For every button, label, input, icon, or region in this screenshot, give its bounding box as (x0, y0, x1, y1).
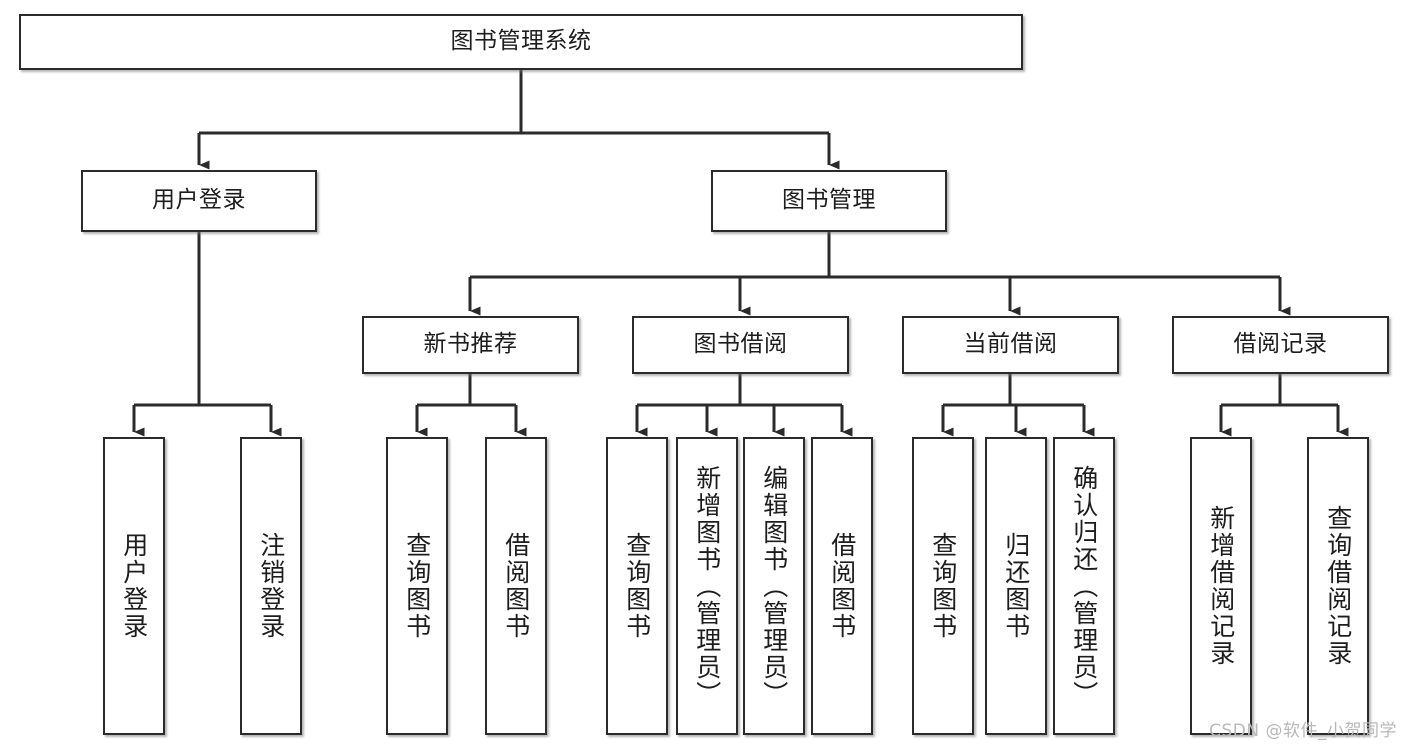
node-borrow-record[interactable]: 借阅记录 (1172, 316, 1389, 374)
node-current-borrow[interactable]: 当前借阅 (902, 316, 1119, 374)
leaf-borrow-book-rec[interactable]: 借阅图书 (485, 437, 547, 735)
node-label: 图书管理 (782, 187, 876, 214)
node-root[interactable]: 图书管理系统 (19, 14, 1023, 70)
node-book-borrow[interactable]: 图书借阅 (632, 316, 849, 374)
node-user-login[interactable]: 用户登录 (81, 170, 317, 232)
node-label: 编辑图书（管理员） (759, 464, 789, 708)
node-label: 用户登录 (119, 532, 149, 640)
leaf-borrow-book[interactable]: 借阅图书 (811, 437, 873, 735)
node-label: 新增图书（管理员） (692, 464, 722, 708)
leaf-logout[interactable]: 注销登录 (240, 437, 302, 735)
node-new-book-rec[interactable]: 新书推荐 (362, 316, 579, 374)
leaf-query-book-cur[interactable]: 查询图书 (912, 437, 974, 735)
node-label: 当前借阅 (963, 331, 1058, 358)
node-label: 查询图书 (402, 532, 432, 640)
node-book-manage[interactable]: 图书管理 (711, 170, 947, 232)
node-label: 查询图书 (622, 532, 652, 640)
node-label: 新书推荐 (423, 331, 518, 358)
node-label: 图书借阅 (693, 331, 788, 358)
node-label: 借阅记录 (1233, 331, 1328, 358)
node-label: 用户登录 (152, 187, 246, 214)
node-label: 借阅图书 (501, 532, 531, 640)
node-label: 注销登录 (256, 532, 286, 640)
node-label: 查询图书 (928, 532, 958, 640)
node-label: 图书管理系统 (450, 28, 592, 55)
node-label: 查询借阅记录 (1323, 505, 1353, 667)
leaf-query-book-borrow[interactable]: 查询图书 (606, 437, 668, 735)
leaf-query-borrow-record[interactable]: 查询借阅记录 (1307, 437, 1369, 735)
leaf-user-login[interactable]: 用户登录 (103, 437, 165, 735)
node-label: 确认归还（管理员） (1069, 464, 1099, 708)
watermark: CSDN @软件_小贺同学 (1209, 721, 1397, 741)
leaf-confirm-return-admin[interactable]: 确认归还（管理员） (1053, 437, 1115, 735)
leaf-return-book[interactable]: 归还图书 (985, 437, 1047, 735)
leaf-edit-book-admin[interactable]: 编辑图书（管理员） (743, 437, 805, 735)
node-label: 借阅图书 (827, 532, 857, 640)
leaf-add-book-admin[interactable]: 新增图书（管理员） (676, 437, 738, 735)
node-label: 新增借阅记录 (1206, 505, 1236, 667)
leaf-add-borrow-record[interactable]: 新增借阅记录 (1190, 437, 1252, 735)
node-label: 归还图书 (1001, 532, 1031, 640)
leaf-query-book-rec[interactable]: 查询图书 (386, 437, 448, 735)
